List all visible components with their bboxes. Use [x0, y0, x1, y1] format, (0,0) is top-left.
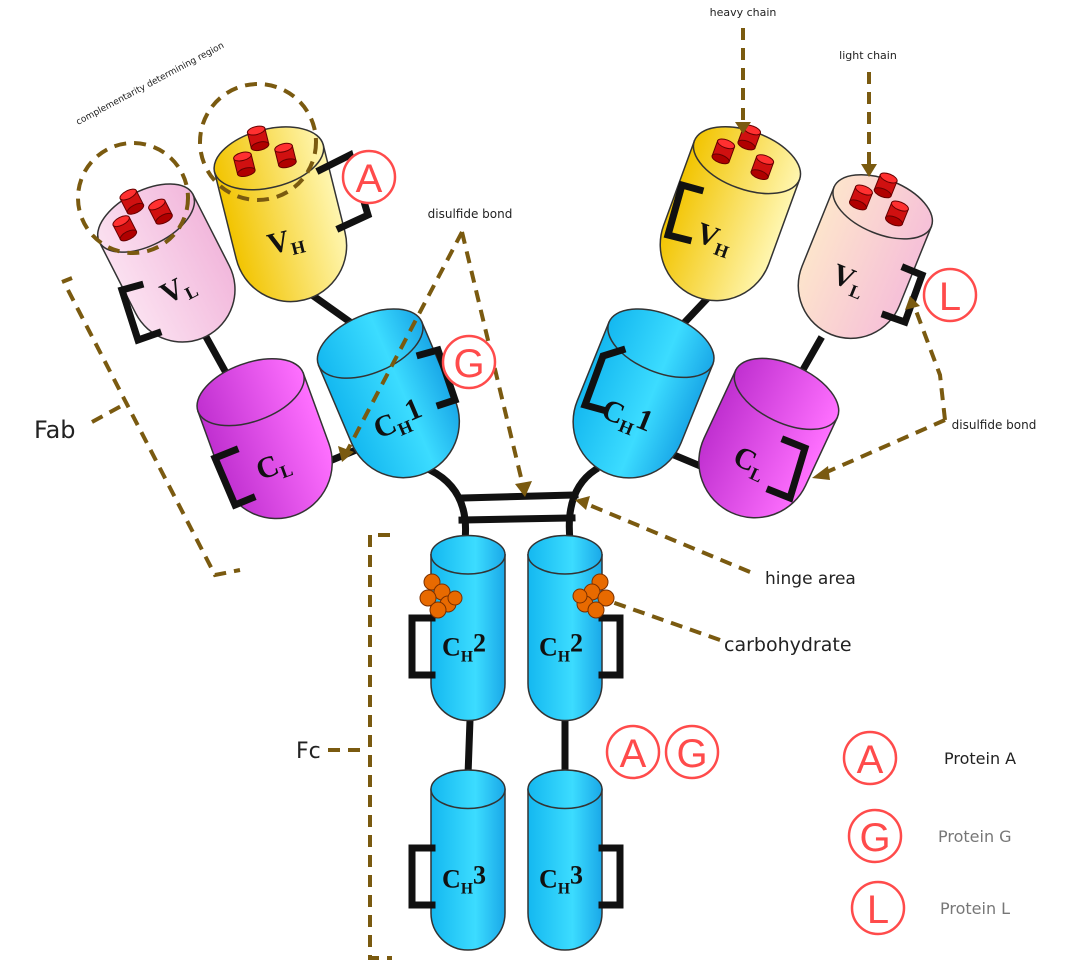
- protein-g-marker-fab: G: [441, 334, 497, 390]
- domain-label-ch2: CH2: [442, 628, 486, 665]
- carbohydrate-left: [419, 573, 463, 619]
- svg-text:Protein A: Protein A: [944, 749, 1016, 768]
- heavy-chain-label: heavy chain: [710, 6, 777, 19]
- svg-text:G: G: [676, 732, 707, 776]
- domain-label-ch1: CH1: [596, 389, 658, 445]
- domain-vh-left: VH: [213, 125, 348, 303]
- domain-vl-right: VL: [797, 172, 934, 340]
- domain-ch2-left: CH2: [430, 534, 506, 722]
- svg-text:L: L: [867, 888, 889, 932]
- svg-text:G: G: [859, 816, 890, 860]
- cdr-loop-icon: [884, 200, 909, 227]
- domain-label-ch3: CH3: [442, 860, 486, 897]
- domain-cl-left: CL: [196, 358, 333, 520]
- domain-ch1-right: CH1: [572, 308, 715, 479]
- cdr-circle-left: [76, 141, 190, 255]
- hinge-area-label: hinge area: [765, 569, 856, 589]
- legend-item-protein-g: G Protein G: [847, 808, 1012, 864]
- domain-ch3-right: CH3: [527, 769, 603, 951]
- cdr-loop-icon: [848, 184, 873, 211]
- svg-text:Protein G: Protein G: [938, 827, 1012, 846]
- domain-vl-left: VL: [96, 183, 236, 343]
- disulfide-bond-label-right: disulfide bond: [952, 418, 1037, 432]
- annotation-lines: [61, 28, 947, 960]
- svg-text:A: A: [857, 738, 884, 782]
- domain-ch1-left: CH1: [316, 308, 461, 479]
- domain-ch2-right: CH2: [527, 534, 603, 722]
- domain-vh-right: VH: [659, 124, 802, 302]
- cdr-loop-icon: [246, 125, 270, 152]
- domain-ch3-left: CH3: [430, 769, 506, 951]
- light-chain-label: light chain: [839, 49, 897, 62]
- cdr-loop-icon: [112, 215, 138, 242]
- hinge-left: [425, 465, 470, 544]
- legend: A Protein A G Protein G L Protein L: [842, 730, 1016, 936]
- cdr-loop-icon: [711, 138, 736, 165]
- cdr-loop-icon: [274, 142, 297, 169]
- cdr-label: complementarity determining region: [75, 41, 226, 128]
- cdr-loop-icon: [750, 154, 775, 180]
- protein-l-marker: L: [922, 267, 978, 323]
- svg-text:G: G: [453, 342, 484, 386]
- protein-a-marker-fab: A: [341, 149, 397, 205]
- inter-domain-links: [200, 280, 825, 779]
- hinge-disulfide-2: [458, 514, 576, 524]
- svg-text:A: A: [356, 157, 383, 201]
- hinge-disulfide-1: [458, 491, 579, 502]
- cdr-loop-icon: [119, 188, 145, 215]
- cdr-loop-icon: [233, 151, 256, 177]
- carbohydrate-label: carbohydrate: [724, 634, 852, 656]
- disulfide-bond-label-top: disulfide bond: [428, 207, 513, 221]
- domain-cl-right: CL: [698, 357, 840, 519]
- fc-label: Fc: [296, 739, 321, 764]
- domain-label-ch2: CH2: [539, 628, 583, 665]
- svg-text:L: L: [939, 275, 961, 319]
- carbohydrate-right: [572, 573, 615, 619]
- fab-label: Fab: [34, 416, 76, 444]
- cdr-loop-icon: [148, 198, 173, 225]
- domain-label-ch3: CH3: [539, 860, 583, 897]
- cdr-loop-icon: [873, 172, 898, 199]
- protein-g-marker-fc: G: [664, 724, 720, 780]
- legend-item-protein-a: A Protein A: [842, 730, 1016, 786]
- svg-text:A: A: [620, 732, 647, 776]
- legend-item-protein-l: L Protein L: [850, 880, 1010, 936]
- intrachain-disulfide-brackets: [117, 150, 927, 909]
- protein-a-marker-fc: A: [605, 724, 661, 780]
- svg-text:Protein L: Protein L: [940, 899, 1010, 918]
- cdr-circle-right: [198, 82, 318, 202]
